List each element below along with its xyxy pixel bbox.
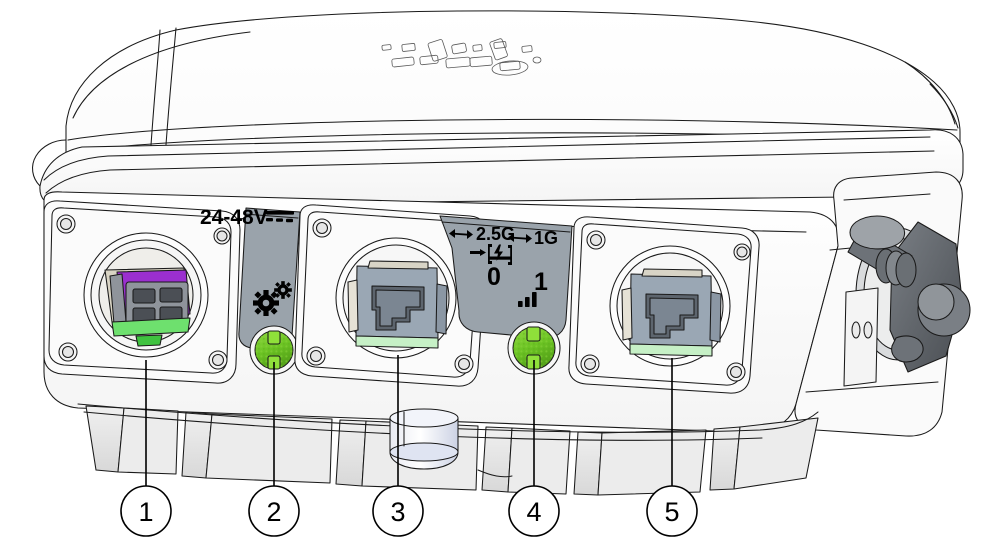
callout-1[interactable]: 1 [120, 360, 172, 537]
bidirectional-arrow-icon-left [449, 229, 473, 239]
voltage-label-group: 24-48V [200, 206, 294, 229]
side-plate-detail [843, 287, 879, 387]
speed-2-5g-label: 2.5G [476, 224, 515, 244]
callout-5[interactable]: 5 [646, 358, 698, 537]
right-label-panel [439, 215, 573, 339]
gears-console-icon [253, 281, 292, 316]
speed-1g-label: 1G [534, 228, 558, 248]
voltage-label: 24-48V [200, 206, 268, 229]
top-embossed-markings [381, 38, 542, 76]
status-led-left [254, 330, 294, 370]
callout-4-label: 4 [526, 497, 541, 527]
dc-power-connector [104, 267, 191, 347]
bidirectional-arrow-icon-right [508, 233, 532, 243]
port-1-number: 1 [534, 268, 548, 296]
enclosure-top-shell [65, 10, 961, 161]
callout-5-label: 5 [664, 497, 679, 527]
callout-2[interactable]: 2 [248, 362, 300, 537]
signal-bars-icon [518, 292, 537, 307]
rj45-port-1-jack [621, 268, 722, 357]
bottom-cylinder-boss [389, 408, 459, 470]
enclosure-rim-band [31, 129, 964, 207]
rj45-port-0-jack [347, 260, 448, 349]
speed-label-group: 2.5G 1G [449, 224, 558, 248]
callout-3-label: 3 [390, 497, 405, 527]
poe-out-icon [470, 244, 512, 265]
callout-3[interactable]: 3 [372, 355, 424, 537]
port-0-number: 0 [487, 263, 501, 291]
dc-power-icon [266, 211, 294, 223]
callout-4[interactable]: 4 [508, 360, 560, 537]
callout-2-label: 2 [266, 497, 281, 527]
callout-1-label: 1 [138, 497, 153, 527]
